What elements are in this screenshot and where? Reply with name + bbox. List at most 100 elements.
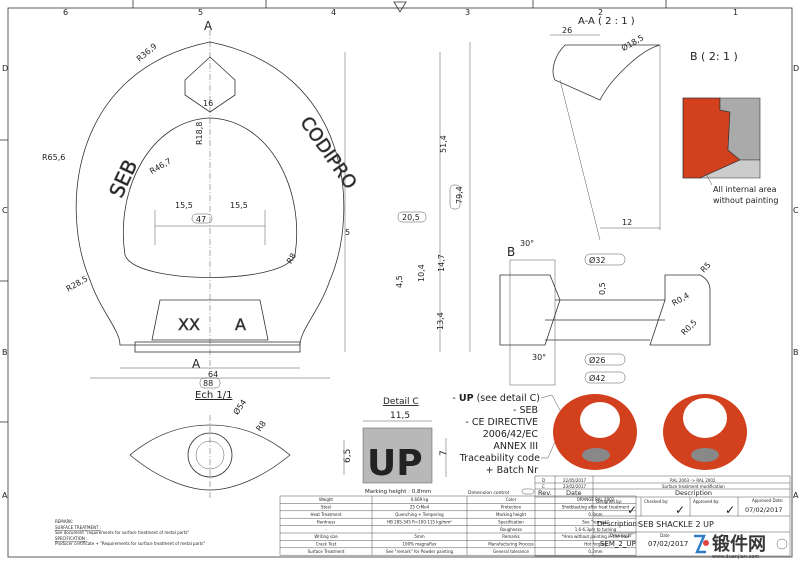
spec-cell: Weight: [319, 497, 333, 502]
remarks: REMARK: SURFACE TREATMENT : See document…: [55, 519, 205, 546]
dim-11-5: 11,5: [390, 411, 410, 421]
ech-view: Ech 1/1 Ø54 R8: [129, 390, 291, 500]
dim-d18-5: Ø18,5: [619, 32, 645, 53]
dim-angle-30-top: 30°: [520, 239, 534, 248]
zone-col-3: 3: [465, 8, 470, 17]
dim-r18-8: R18,8: [195, 122, 204, 145]
zone-col-1: 1: [733, 8, 738, 17]
section-a-a-view: A-A ( 2 : 1 ) 26 Ø18,5 12: [550, 16, 661, 241]
approved-by-label: Approved by:: [693, 499, 719, 504]
spec-cell: Marking height: [496, 512, 527, 517]
rev-header: Rev.: [538, 489, 552, 497]
eye-hole: [122, 117, 298, 278]
section-marker-top: A: [204, 19, 213, 33]
dim-10-4: 10,4: [417, 264, 426, 282]
dim-7: 7: [439, 450, 449, 456]
zone-col-5: 5: [198, 8, 203, 17]
ech-title: Ech 1/1: [195, 390, 232, 401]
rev-c-code: C: [542, 484, 545, 489]
dim-20-5: 20,5: [402, 213, 420, 222]
note-directive-number: 2006/42/EC: [483, 429, 539, 440]
watermark-text: 锻件网: [712, 533, 766, 555]
section-a-a-title: A-A ( 2 : 1 ): [578, 16, 635, 27]
spec-cell: Hot forging: [584, 542, 607, 547]
dim-14-7: 14,7: [437, 254, 446, 272]
note-up: - UP (see detail C): [452, 393, 540, 404]
drawing-date: 07/02/2017: [648, 540, 688, 548]
approved-check-icon: ✓: [725, 503, 735, 517]
detail-b-title: B ( 2: 1 ): [690, 50, 738, 63]
spec-cell: -: [419, 527, 421, 532]
watermark: 锻件网 www.duanjian.com: [694, 533, 766, 560]
spec-cell: Steel: [321, 505, 331, 510]
spec-cell: Color: [506, 497, 517, 502]
up-marking-logo: [362, 427, 433, 484]
dim-r8: R8: [285, 252, 298, 266]
dim-r0-4: R0,4: [670, 291, 690, 308]
dim-0-5: 0,5: [598, 282, 607, 295]
zone-row-b-right: B: [793, 348, 799, 357]
note-ce-directive: - CE DIRECTIVE: [465, 417, 538, 428]
section-marker-bottom: A: [192, 357, 201, 371]
remark-title: REMARK:: [55, 519, 73, 524]
marking-codipro: CODIPRO: [295, 113, 360, 193]
projection-symbol-icon: [776, 538, 788, 550]
note-traceability: Traceability code: [459, 453, 540, 464]
remark-surface-title: SURFACE TREATMENT :: [55, 525, 101, 530]
detail-b-view: B ( 2: 1 ) All internal area without pai…: [682, 50, 778, 205]
spec-cell: -: [325, 527, 327, 532]
zone-row-c-right: C: [793, 206, 799, 215]
zone-row-d-right: D: [793, 64, 799, 73]
dim-5: 5: [345, 228, 350, 237]
dim-47: 47: [196, 215, 206, 224]
dim-15-5-right: 15,5: [230, 201, 248, 210]
dim-r36-9: R36,9: [135, 42, 159, 64]
remark-spec-text: Producer certificate + "Requirements for…: [55, 541, 205, 546]
spec-cell: Quenching + Tempering: [395, 512, 444, 517]
zone-row-d: D: [2, 64, 8, 73]
dim-13-4: 13,4: [436, 312, 445, 330]
thread-collar: [151, 299, 269, 341]
zone-row-b: B: [2, 348, 8, 357]
rev-d-desc: RAL 2003 -> RAL 2002: [670, 478, 716, 483]
dim-r28-5: R28,5: [65, 274, 90, 293]
dim-d26: Ø26: [589, 355, 605, 365]
spec-cell: Roughness: [500, 527, 522, 532]
designed-check-icon: ✓: [627, 503, 637, 517]
description-label: Description:: [597, 520, 639, 528]
dim-d54: Ø54: [231, 397, 249, 416]
description-value: SEB SHACKLE 2 UP: [638, 520, 714, 529]
marking-notes: - UP (see detail C) - SEB - CE DIRECTIVE…: [452, 393, 566, 476]
dim-26: 26: [562, 26, 572, 35]
spec-cell: Protection: [501, 505, 522, 510]
spec-cell: ORANGE RAL 2002: [577, 497, 615, 502]
zone-row-a: A: [2, 491, 8, 500]
spec-cell: Remarks: [502, 534, 519, 539]
spec-cell: Heat Treatment: [310, 512, 342, 517]
zone-col-4: 4: [331, 8, 336, 17]
dim-6-5: 6,5: [343, 449, 353, 463]
dim-12: 12: [622, 218, 632, 227]
spec-cell: See "remark": [582, 519, 609, 524]
dim-15-5-left: 15,5: [175, 201, 193, 210]
remark-surface-text: See document "requirements for surface t…: [55, 530, 189, 535]
top-boss: [184, 56, 236, 113]
dim-4-5: 4,5: [395, 275, 404, 288]
dim-88: 88: [203, 379, 213, 388]
zone-col-2: 2: [598, 8, 603, 17]
dim-r65-6: R65,6: [42, 153, 65, 162]
spec-cell: Manufacturing Process: [488, 542, 533, 547]
thread-section-view: B 30° 30° Ø32 0,5 R5 R0,4 R0,5 Ø26 Ø42: [499, 239, 713, 386]
detail-c-title: Detail C: [383, 397, 419, 407]
dim-51-4: 51,4: [439, 135, 448, 153]
dim-r0-5: R0,5: [679, 318, 698, 337]
designed-by-label: Designed by:: [596, 499, 622, 504]
spec-cell: Shotblasting after heat treatment: [562, 505, 630, 510]
spec-cell: 100% magnaflux: [402, 542, 437, 547]
drawing-date-label: Date: [660, 533, 670, 538]
checked-check-icon: ✓: [675, 503, 685, 517]
dim-16: 16: [203, 99, 213, 108]
note-batch: + Batch Nr: [486, 465, 538, 476]
